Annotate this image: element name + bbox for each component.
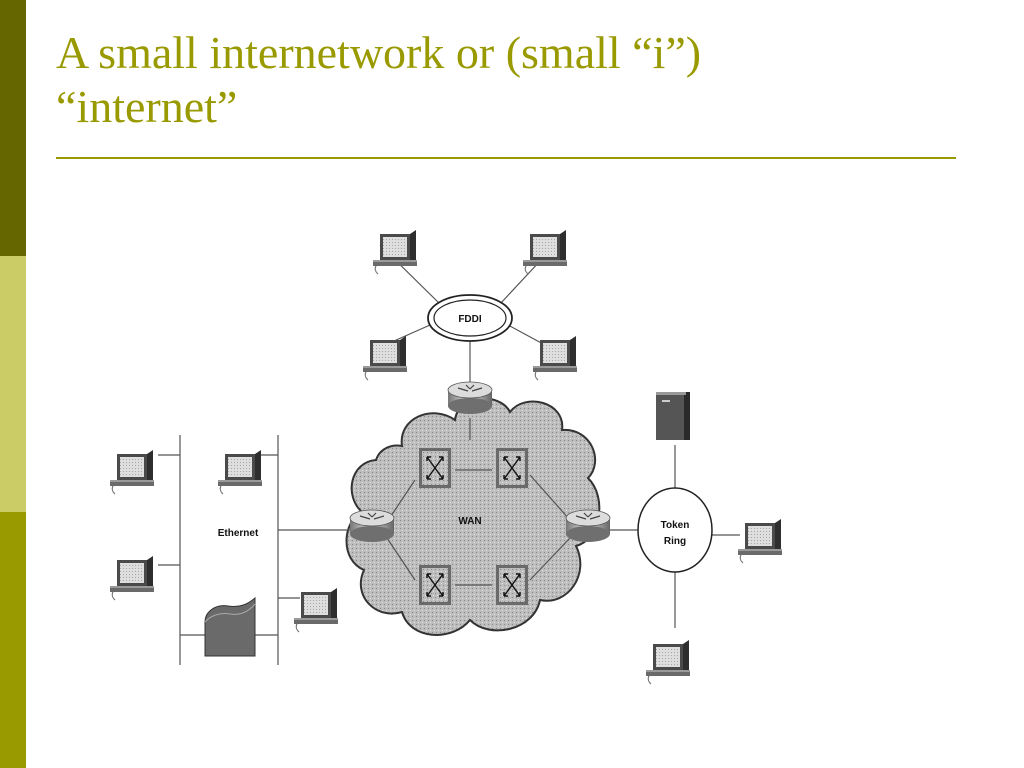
workstation-icon — [737, 518, 783, 564]
fddi-label: FDDI — [458, 314, 482, 325]
network-links — [158, 244, 740, 665]
router-icon — [565, 509, 611, 543]
slide-title: A small internetwork or (small “i”) “int… — [56, 26, 956, 134]
workstation-icon — [217, 449, 263, 495]
token-ring: Token Ring — [637, 487, 713, 573]
server-icon — [656, 392, 690, 440]
workstation-icon — [645, 639, 691, 685]
sidebar-segment-top — [0, 0, 26, 256]
workstation-icon — [293, 587, 339, 633]
slide-title-line2: “internet” — [56, 81, 238, 132]
sidebar-segment-bottom — [0, 512, 26, 768]
wan-switch-icon — [418, 564, 452, 606]
workstation-icon — [372, 229, 418, 275]
storage-icon — [204, 596, 256, 657]
wan-label: WAN — [458, 516, 481, 527]
workstation-icon — [109, 449, 155, 495]
fddi-ring: FDDI — [427, 294, 513, 342]
wan-switch-icon — [418, 447, 452, 489]
slide-title-line1: A small internetwork or (small “i”) — [56, 27, 702, 78]
title-underline — [56, 157, 956, 159]
token-ring-label-line1: Token — [661, 520, 690, 531]
workstation-icon — [522, 229, 568, 275]
workstation-icon — [109, 555, 155, 601]
workstation-icon — [362, 335, 408, 381]
wan-switch-icon — [495, 564, 529, 606]
wan-switch-icon — [495, 447, 529, 489]
router-icon — [447, 381, 493, 415]
token-ring-label-line2: Ring — [664, 536, 686, 547]
router-icon — [349, 509, 395, 543]
ethernet-label: Ethernet — [218, 528, 259, 539]
sidebar-segment-middle — [0, 256, 26, 512]
